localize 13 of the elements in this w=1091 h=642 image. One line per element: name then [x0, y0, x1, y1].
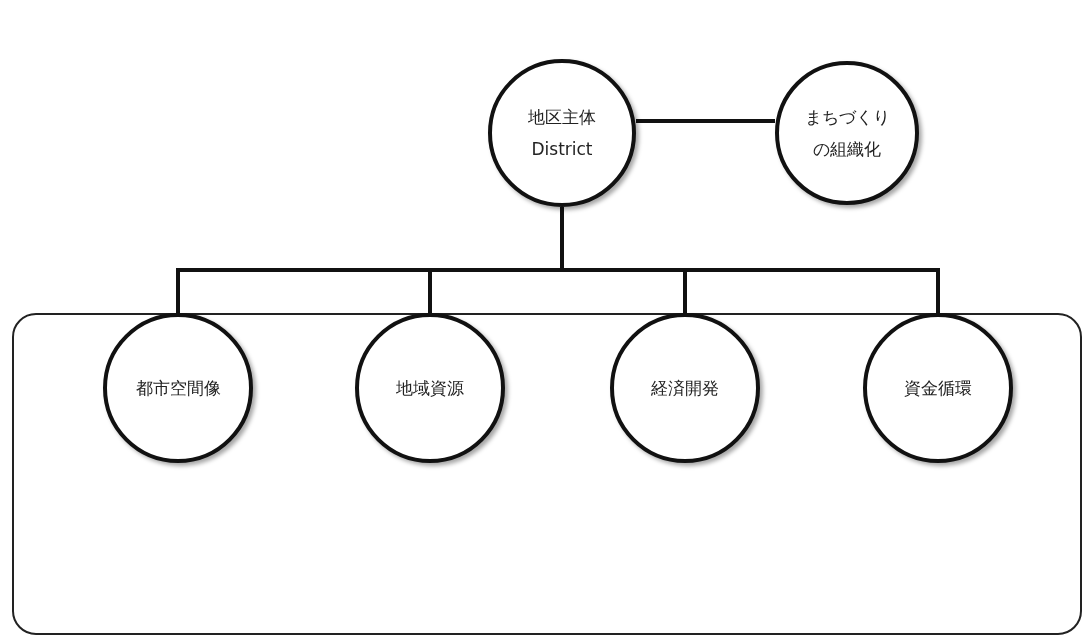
circle-node [610, 313, 760, 463]
connector-line [560, 207, 940, 313]
node-label: 地域資源 [396, 377, 464, 400]
node-label: 経済開発 [651, 377, 719, 400]
circle-node [863, 313, 1013, 463]
group-panel [12, 313, 1082, 635]
connector-line [636, 119, 775, 123]
circle-node [103, 313, 253, 463]
node-label: 都市空間像 [135, 377, 221, 400]
node-label: 地区主体 District [527, 106, 597, 161]
node-label: 資金循環 [904, 377, 972, 400]
circle-node [355, 313, 505, 463]
node-label: まちづくりの組織化 [803, 106, 891, 161]
